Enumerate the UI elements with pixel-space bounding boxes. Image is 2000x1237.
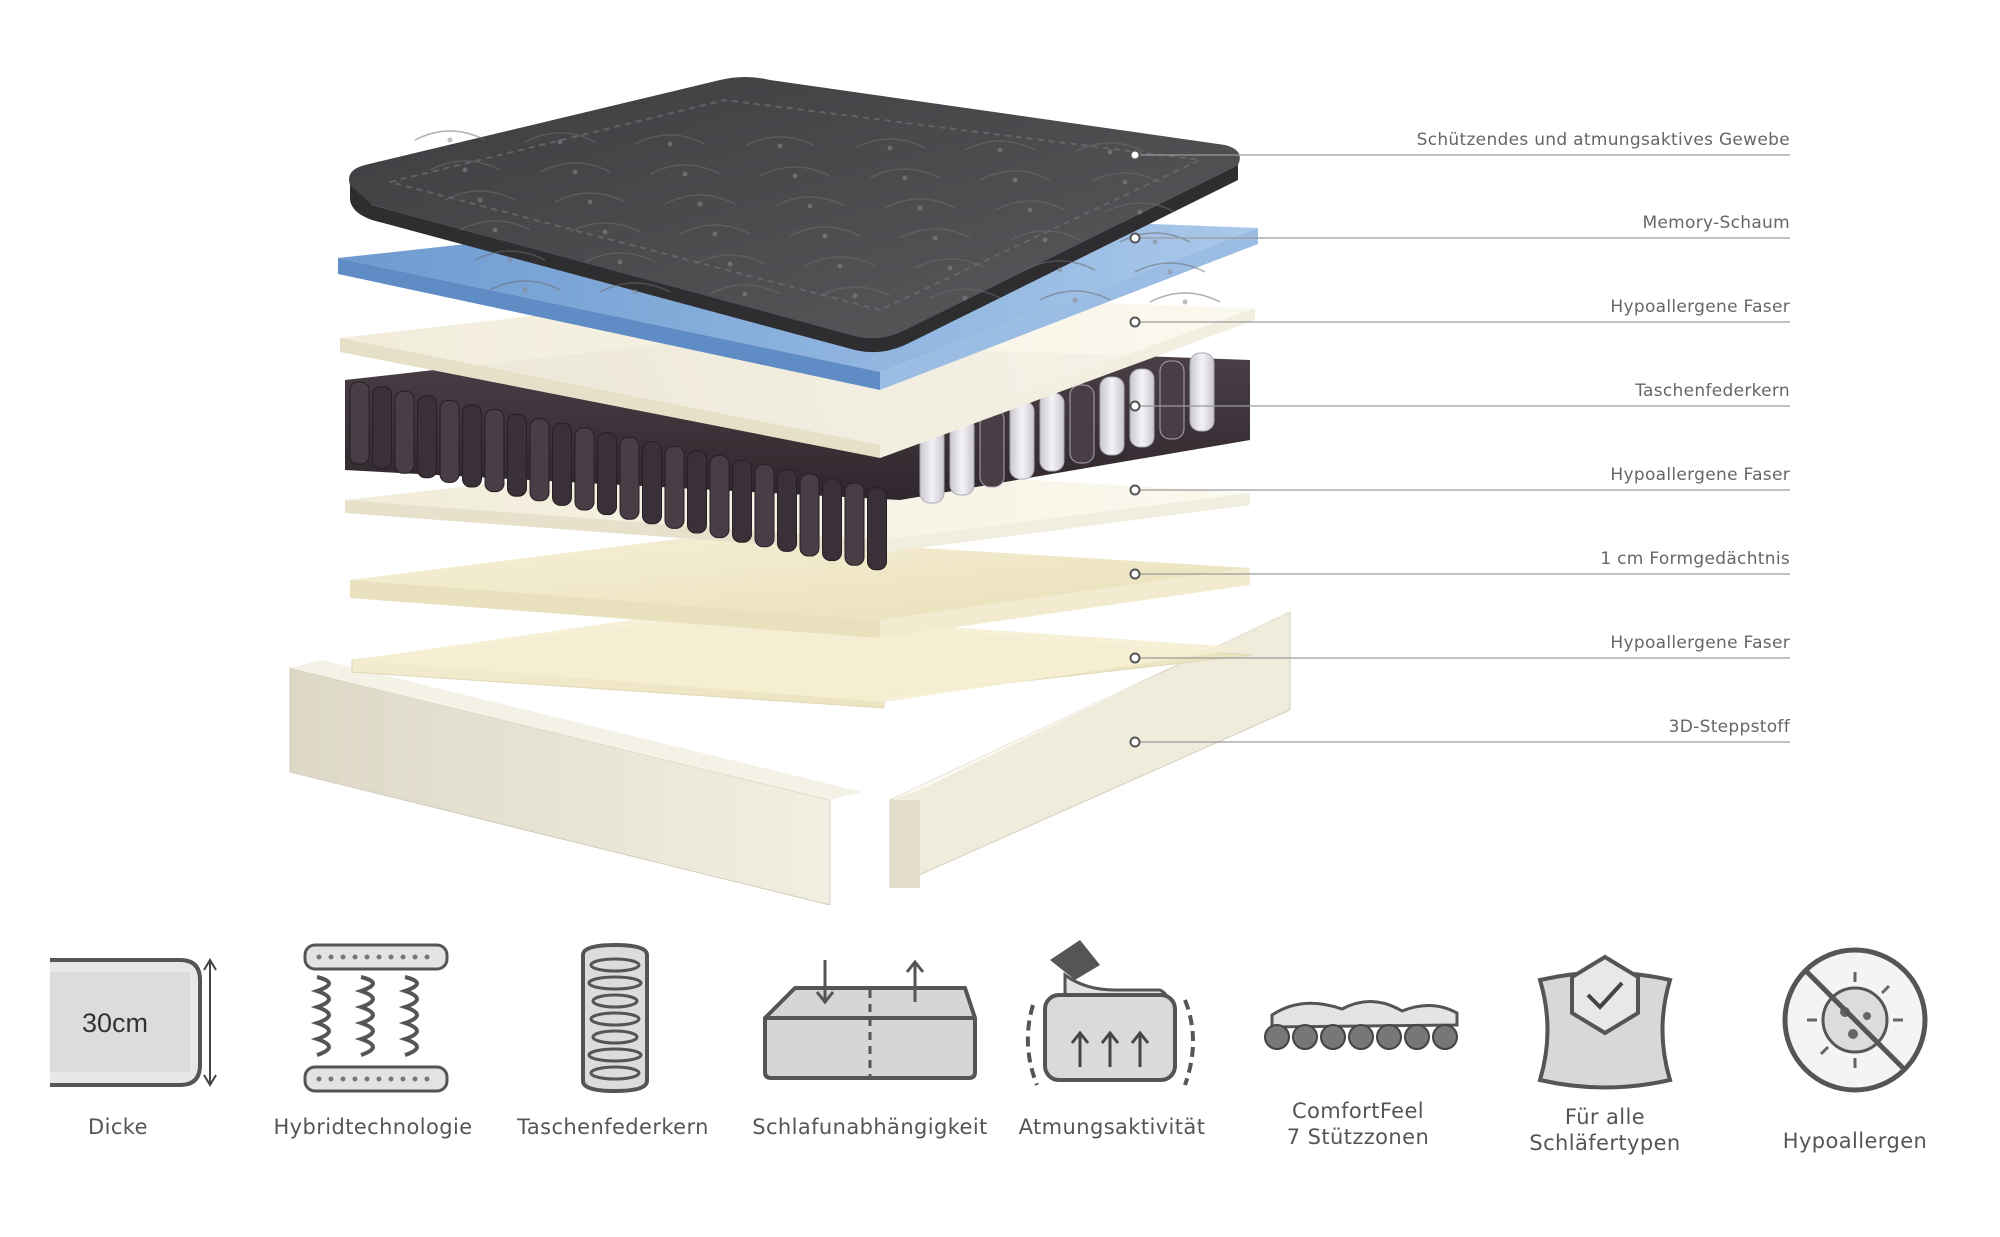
motion-isolation-icon [763,959,977,1080]
callout-dot [1129,652,1141,664]
feature-thickness: 30cm [50,958,217,1087]
feature-label-breath: Atmungsaktivität [1019,1115,1206,1139]
layer-callouts: Schützendes und atmungsaktives GewebeMem… [1129,130,1791,748]
feature-label-zones-2: 7 Stützzonen [1287,1125,1429,1149]
layer-3d-quilted-base [289,610,1291,906]
layer-label: Hypoallergene Faser [1610,297,1790,317]
no-allergen-icon [1782,947,1928,1093]
callout-dot [1129,232,1141,244]
pillow-check-icon [1537,954,1673,1090]
pocket-spring-icon [581,942,649,1094]
callout-dot [1129,400,1141,412]
hybrid-springs-icon [303,943,449,1093]
feature-label-sleepers-1: Für alle [1565,1105,1645,1129]
layer-label: Hypoallergene Faser [1610,633,1790,653]
callout-dot [1129,149,1141,161]
layer-label: 1 cm Formgedächtnis [1600,549,1790,569]
mattress-exploded-view [289,77,1291,906]
feature-label-pocket: Taschenfederkern [516,1115,709,1139]
layer-label: Schützendes und atmungsaktives Gewebe [1417,130,1790,150]
callout-dot [1129,316,1141,328]
breathability-icon [1025,940,1195,1086]
feature-label-thickness: Dicke [88,1115,148,1139]
layer-cover [349,77,1240,353]
callout-dot [1129,568,1141,580]
feature-label-hybrid: Hybridtechnologie [273,1115,472,1139]
layer-label: 3D-Steppstoff [1669,717,1791,737]
callout-dot [1129,736,1141,748]
feature-label-zones-1: ComfortFeel [1292,1099,1424,1123]
feature-label-motion: Schlafunabhängigkeit [752,1115,987,1139]
thickness-value: 30cm [82,1008,148,1038]
layer-label: Memory-Schaum [1642,213,1790,233]
callout-dot [1129,484,1141,496]
feature-label-sleepers-2: Schläfertypen [1529,1131,1680,1155]
feature-label-hypo: Hypoallergen [1783,1129,1927,1153]
layer-label: Hypoallergene Faser [1610,465,1790,485]
support-zones-icon [1264,999,1459,1050]
thickness-icon [50,958,217,1087]
layer-formfoam [350,535,1250,638]
features-row: 30cm Dicke Hybridtechnologie [50,940,1928,1155]
layer-label: Taschenfederkern [1634,381,1790,401]
